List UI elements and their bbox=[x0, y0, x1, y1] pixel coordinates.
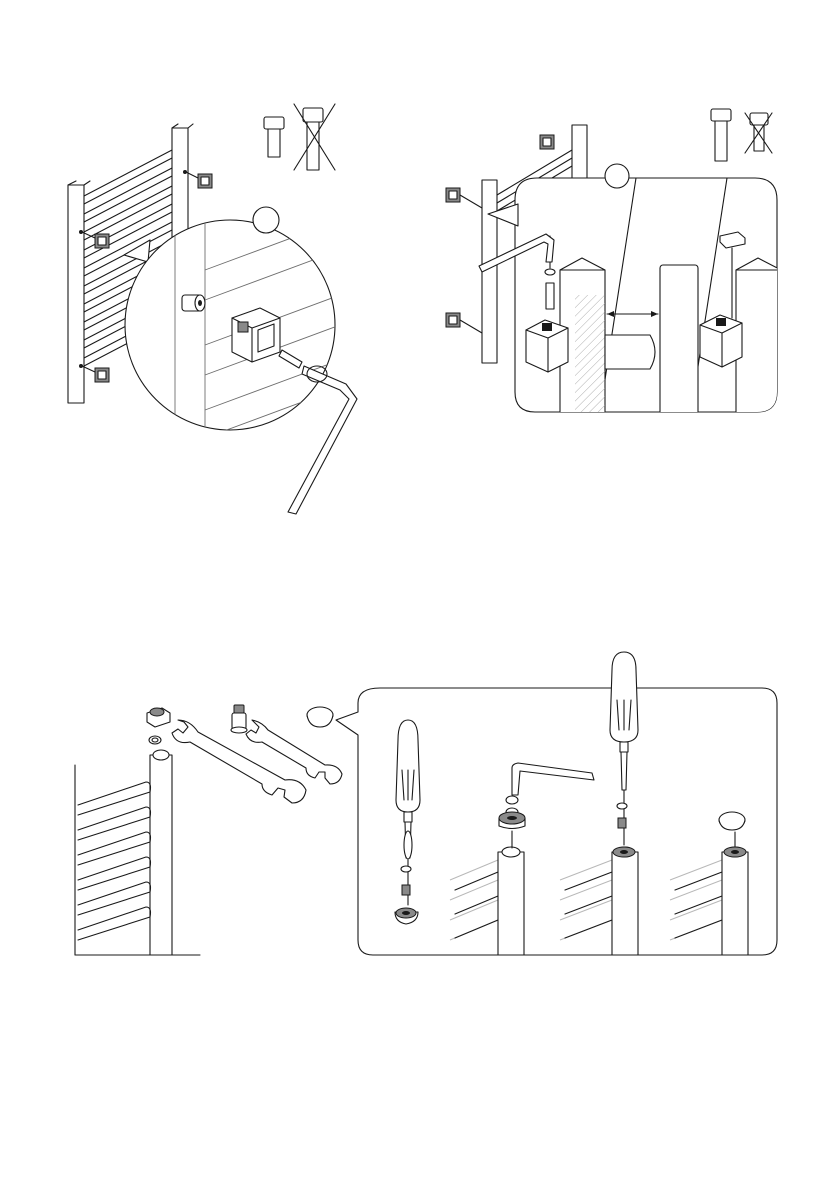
step-badge-2 bbox=[605, 164, 629, 188]
figure-2-wall-distance bbox=[446, 109, 781, 415]
screw-not-allowed-icon bbox=[294, 104, 335, 170]
bracket-right-detail bbox=[700, 315, 742, 367]
figure-3-caps-and-valves bbox=[75, 652, 777, 955]
screw-not-allowed-icon bbox=[745, 113, 772, 153]
screw-allowed-icon bbox=[264, 117, 284, 157]
spacer-tube bbox=[605, 335, 655, 369]
figure-1-bracket-mounting bbox=[68, 104, 357, 514]
spacer-sleeve bbox=[182, 295, 205, 311]
radiator-bars-side bbox=[78, 782, 151, 940]
detail-magnifier-1 bbox=[125, 207, 340, 440]
tube-2 bbox=[612, 852, 638, 955]
adjust-screw bbox=[546, 283, 554, 309]
wall-bracket-upper-right bbox=[540, 135, 554, 149]
plug-with-washer bbox=[147, 708, 170, 744]
wall-bracket-lower-left bbox=[446, 313, 482, 333]
radiator-corner-view bbox=[75, 750, 200, 955]
wall-bracket-upper-left bbox=[446, 188, 482, 208]
bracket-block bbox=[232, 308, 280, 362]
screw-allowed-icon bbox=[711, 109, 731, 161]
washer bbox=[545, 269, 555, 275]
detail-speech-panel bbox=[336, 652, 777, 955]
bleed-valve-icon bbox=[231, 705, 247, 733]
bracket-left-detail bbox=[526, 320, 568, 372]
tube-1 bbox=[498, 852, 524, 955]
step-badge-1 bbox=[253, 207, 279, 233]
tube-3 bbox=[722, 852, 748, 955]
cover-cap-icon bbox=[307, 707, 333, 727]
callout-pointer bbox=[124, 240, 150, 262]
detail-magnifier-2 bbox=[488, 164, 781, 415]
